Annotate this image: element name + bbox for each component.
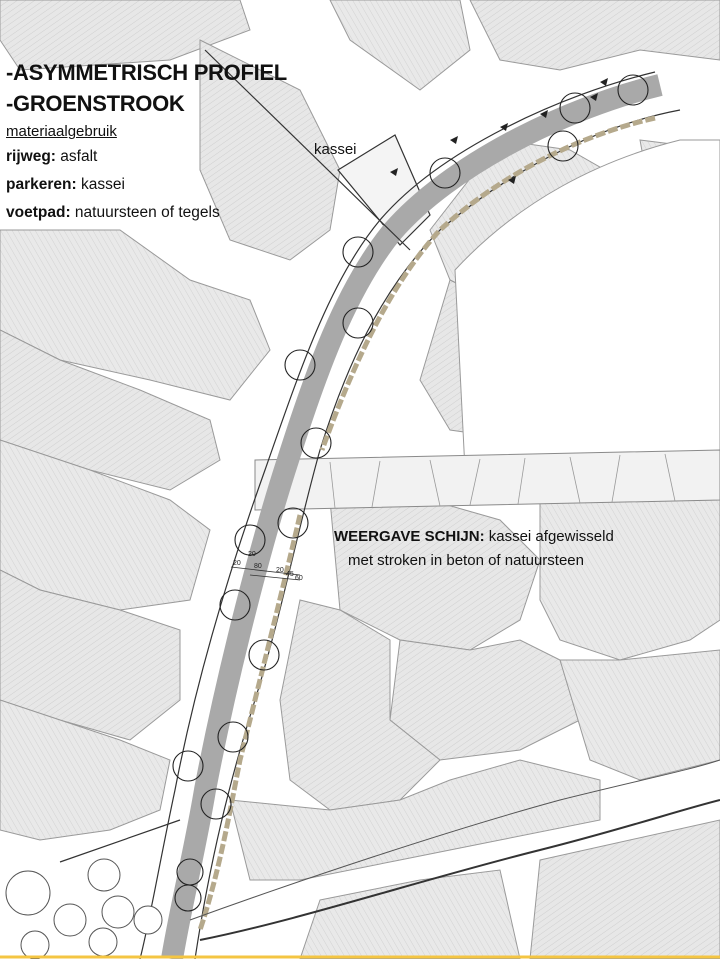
- park-trees: [5, 858, 163, 959]
- legend-item-voetpad: voetpad: natuursteen of tegels: [6, 204, 220, 221]
- legend-subtitle: materiaalgebruik: [6, 123, 117, 140]
- street-trees: [172, 74, 649, 912]
- label-kassei: kassei: [314, 141, 357, 158]
- label-note-key: WEERGAVE SCHIJN:: [334, 528, 485, 545]
- legend-title-2: -GROENSTROOK: [6, 91, 185, 116]
- cross-street: [254, 449, 720, 511]
- legend-item-value: kassei: [80, 176, 125, 193]
- legend-item-key: voetpad: [6, 204, 66, 221]
- dimension-lines: [230, 566, 301, 581]
- dimension-label: 20: [248, 551, 256, 558]
- label-note-line1: WEERGAVE SCHIJN: kassei afgewisseld: [334, 528, 614, 545]
- dimension-label: 60: [295, 575, 303, 582]
- direction-arrows: [390, 78, 608, 184]
- label-note-line2: met stroken in beton of natuursteen: [348, 552, 584, 569]
- legend-item-rijweg: rijweg: asfalt: [6, 148, 98, 165]
- cross-street-joints: [329, 453, 676, 509]
- block-interior: [454, 139, 720, 471]
- legend-item-value: asfalt: [60, 148, 98, 165]
- bottom-curb-2: [189, 759, 720, 921]
- parking-strip: [197, 115, 656, 931]
- dimension-label: 45: [286, 571, 294, 578]
- legend-item-key: parkeren: [6, 176, 72, 193]
- dimension-label: 20: [233, 560, 241, 567]
- boundary-line-top: [204, 49, 411, 251]
- dimension-label: 80: [254, 563, 262, 570]
- boundary-line: [59, 819, 181, 863]
- dimension-label: 20: [276, 567, 284, 574]
- street-outline-inner: [194, 109, 681, 959]
- roadway-asphalt: [161, 74, 663, 959]
- legend-item-key: rijweg: [6, 148, 51, 165]
- bottom-curb: [199, 799, 720, 941]
- legend-item-parkeren: parkeren: kassei: [6, 176, 125, 193]
- legend-title-1: -ASYMMETRISCH PROFIEL: [6, 60, 287, 85]
- legend-item-value: natuursteen of tegels: [74, 204, 220, 221]
